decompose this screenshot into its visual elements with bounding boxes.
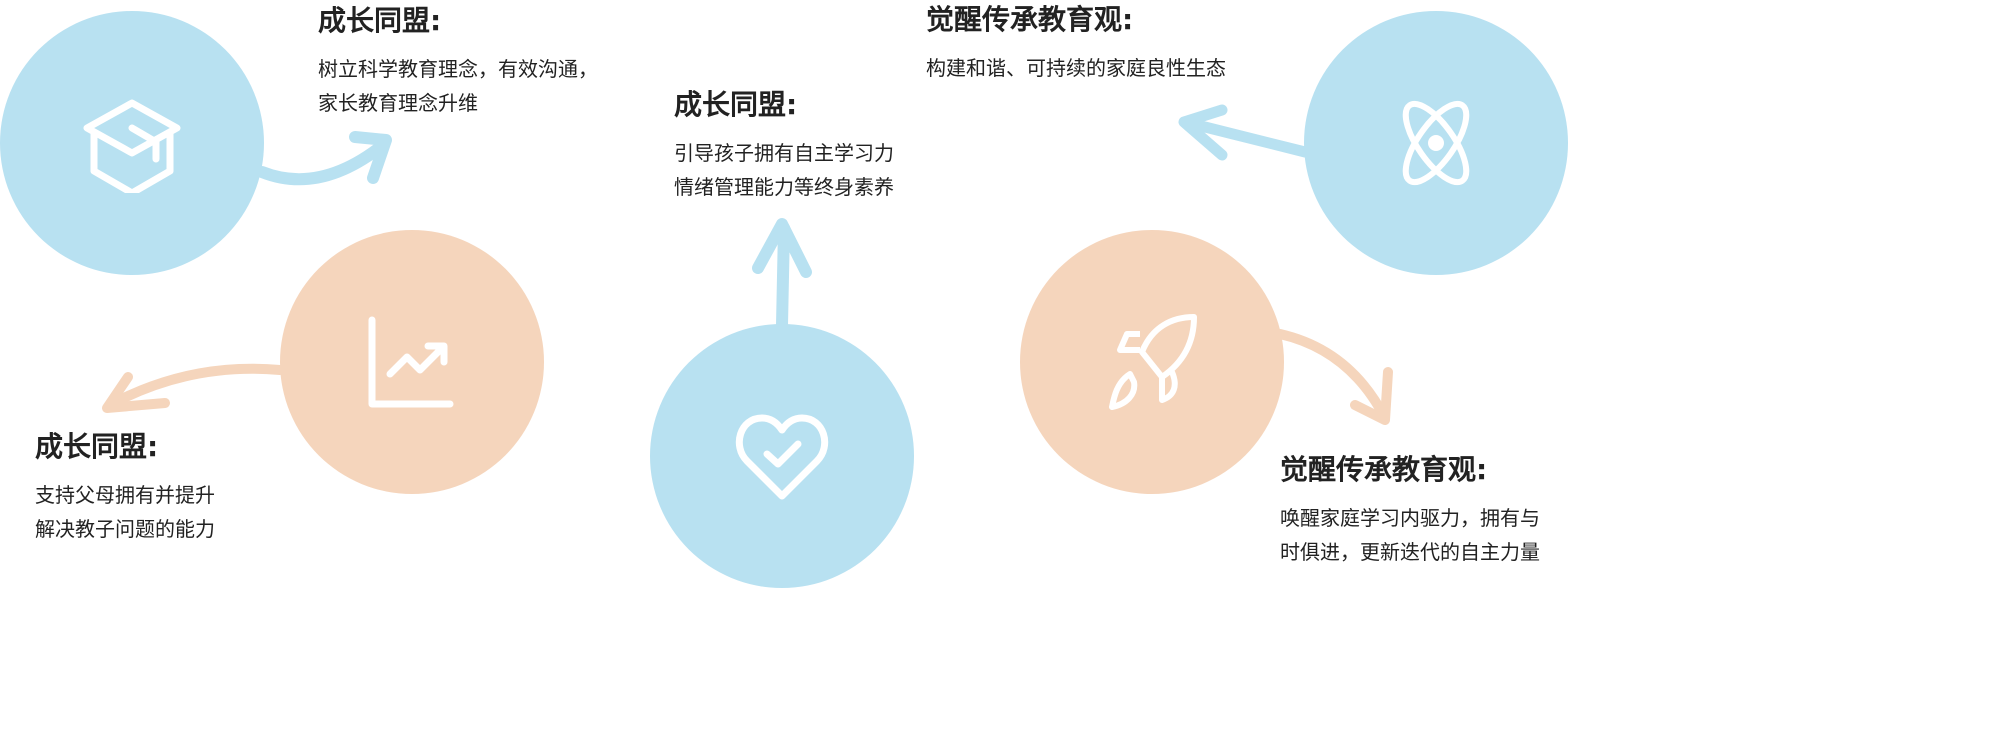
node-title: 成长同盟: — [318, 4, 442, 37]
node-line: 支持父母拥有并提升 — [35, 483, 215, 507]
arrow-4 — [1178, 104, 1311, 161]
node-circle-3 — [650, 324, 914, 588]
node-line: 引导孩子拥有自主学习力 — [674, 141, 894, 165]
arrow-2 — [102, 363, 285, 413]
heart-check-icon — [735, 414, 829, 500]
node-text-5: 觉醒传承教育观: 唤醒家庭学习内驱力，拥有与 时俱进，更新迭代的自主力量 — [1280, 453, 1540, 569]
node-line: 家长教育理念升维 — [318, 91, 478, 115]
node-text-2: 成长同盟: 支持父母拥有并提升 解决教子问题的能力 — [35, 430, 215, 546]
node-title: 成长同盟: — [674, 88, 798, 121]
node-text-3: 成长同盟: 引导孩子拥有自主学习力 情绪管理能力等终身素养 — [674, 88, 894, 204]
node-line: 构建和谐、可持续的家庭良性生态 — [926, 56, 1226, 80]
node-circle-4 — [1304, 11, 1568, 275]
atom-icon — [1402, 100, 1470, 186]
node-line: 情绪管理能力等终身素养 — [674, 175, 894, 199]
node-title: 觉醒传承教育观: — [1280, 453, 1488, 486]
node-title: 觉醒传承教育观: — [926, 3, 1134, 36]
node-circle-2 — [280, 230, 544, 494]
chart-trend-icon — [368, 316, 454, 408]
arrow-3 — [752, 218, 812, 331]
node-line: 树立科学教育理念，有效沟通， — [318, 57, 598, 81]
node-circle-1 — [0, 11, 264, 275]
node-circle-5 — [1020, 230, 1284, 494]
graduation-cap-icon — [83, 99, 181, 193]
arrow-5 — [1275, 329, 1393, 425]
node-line: 时俱进，更新迭代的自主力量 — [1280, 540, 1540, 564]
node-text-4: 觉醒传承教育观: 构建和谐、可持续的家庭良性生态 — [926, 3, 1226, 85]
node-line: 解决教子问题的能力 — [35, 517, 215, 541]
node-line: 唤醒家庭学习内驱力，拥有与 — [1280, 506, 1540, 530]
arrow-1 — [256, 131, 392, 186]
rocket-icon — [1109, 314, 1197, 410]
node-text-1: 成长同盟: 树立科学教育理念，有效沟通， 家长教育理念升维 — [318, 4, 598, 120]
node-title: 成长同盟: — [35, 430, 159, 463]
